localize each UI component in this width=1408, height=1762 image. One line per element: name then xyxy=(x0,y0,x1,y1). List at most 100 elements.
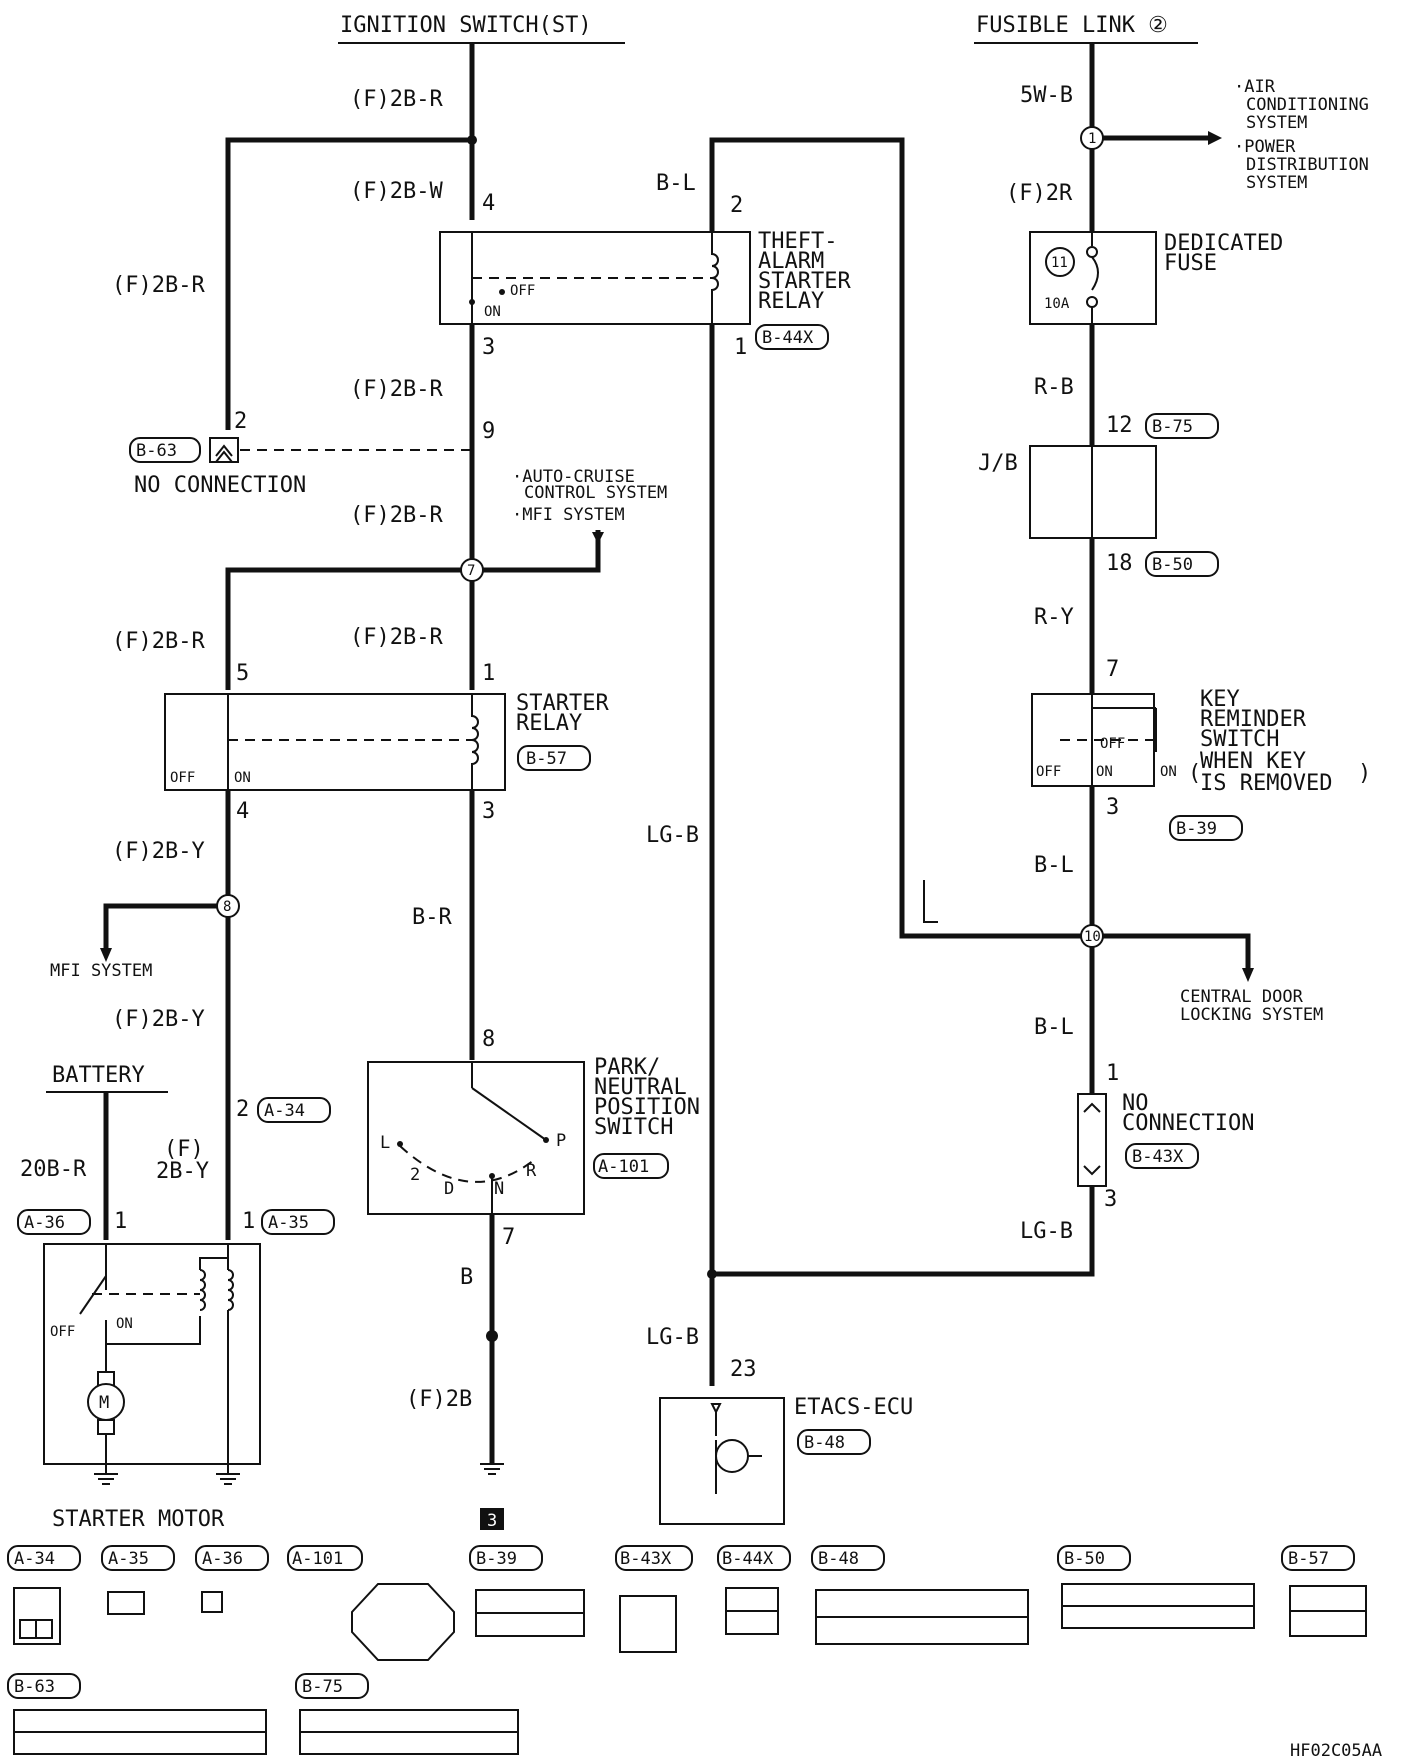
svg-text:1: 1 xyxy=(242,1209,255,1234)
svg-text:RELAY: RELAY xyxy=(516,711,582,736)
connector-legend: A-34 A-35 A-36 A-101 B-39 B-43X B-44X B-… xyxy=(7,1545,1367,1755)
theft-coil xyxy=(711,232,719,324)
svg-text:7: 7 xyxy=(1106,657,1119,682)
svg-text:NO: NO xyxy=(1122,1091,1149,1116)
svg-text:23: 23 xyxy=(730,1357,757,1382)
starter-relay-box xyxy=(164,693,506,791)
svg-text:SWITCH: SWITCH xyxy=(594,1115,673,1140)
svg-text:DISTRIBUTION: DISTRIBUTION xyxy=(1246,155,1369,175)
svg-text:3: 3 xyxy=(482,799,495,824)
svg-text:FUSE: FUSE xyxy=(1164,251,1217,276)
svg-text:CONNECTION: CONNECTION xyxy=(1122,1111,1254,1136)
svg-text:12: 12 xyxy=(1106,413,1133,438)
svg-text:4: 4 xyxy=(236,799,249,824)
svg-text:8: 8 xyxy=(223,899,231,915)
svg-text:IS REMOVED: IS REMOVED xyxy=(1200,771,1332,796)
svg-text:R: R xyxy=(526,1161,537,1181)
svg-text:B-75: B-75 xyxy=(1152,417,1193,437)
svg-text:STARTER: STARTER xyxy=(516,691,609,716)
svg-text:RELAY: RELAY xyxy=(758,289,824,314)
svg-text:R-B: R-B xyxy=(1034,375,1074,400)
svg-text:ETACS-ECU: ETACS-ECU xyxy=(794,1395,913,1420)
svg-text:(F)2B-R: (F)2B-R xyxy=(112,629,205,654)
wire-label-w3: (F)2B-R xyxy=(112,273,205,298)
svg-text:ON: ON xyxy=(1160,764,1177,780)
svg-text:(F)2R: (F)2R xyxy=(1006,181,1073,206)
svg-text:B-75: B-75 xyxy=(302,1677,343,1697)
svg-text:9: 9 xyxy=(482,419,495,444)
diagram-code: HF02C05AA xyxy=(1290,1741,1382,1761)
svg-text:OFF: OFF xyxy=(510,283,535,299)
svg-text:B-63: B-63 xyxy=(136,441,177,461)
no-connection-b43x xyxy=(1077,1093,1107,1187)
svg-text:WHEN KEY: WHEN KEY xyxy=(1200,749,1306,774)
svg-text:8: 8 xyxy=(482,1027,495,1052)
svg-text:1: 1 xyxy=(114,1209,127,1234)
svg-text:PARK/: PARK/ xyxy=(594,1055,660,1080)
svg-text:ON: ON xyxy=(116,1316,133,1332)
svg-text:B-43X: B-43X xyxy=(620,1549,672,1569)
svg-text:L: L xyxy=(380,1133,390,1153)
svg-text:(F)2B-Y: (F)2B-Y xyxy=(112,1007,205,1032)
svg-text:10: 10 xyxy=(1084,929,1101,945)
svg-text:2: 2 xyxy=(236,1097,249,1122)
svg-text:LOCKING SYSTEM: LOCKING SYSTEM xyxy=(1180,1005,1323,1025)
svg-text:18: 18 xyxy=(1106,551,1133,576)
svg-text:3: 3 xyxy=(1104,1187,1117,1212)
svg-text:BATTERY: BATTERY xyxy=(52,1063,145,1088)
svg-text:·MFI SYSTEM: ·MFI SYSTEM xyxy=(512,505,625,525)
svg-text:): ) xyxy=(1358,761,1371,786)
starter-motor-box xyxy=(43,1243,261,1465)
svg-text:LG-B: LG-B xyxy=(646,1325,699,1350)
svg-text:(F)2B-Y: (F)2B-Y xyxy=(112,839,205,864)
svg-text:A-101: A-101 xyxy=(598,1157,649,1177)
wire-label-w2: (F)2B-W xyxy=(350,179,443,204)
svg-text:(F)2B-R: (F)2B-R xyxy=(350,503,443,528)
svg-text:OFF: OFF xyxy=(50,1324,75,1340)
svg-text:ON: ON xyxy=(1096,764,1113,780)
svg-text:B-39: B-39 xyxy=(1176,819,1217,839)
svg-text:11: 11 xyxy=(1051,255,1068,271)
svg-text:A-36: A-36 xyxy=(202,1549,243,1569)
svg-text:20B-R: 20B-R xyxy=(20,1157,87,1182)
svg-text:B-43X: B-43X xyxy=(1132,1147,1184,1167)
svg-text:REMINDER: REMINDER xyxy=(1200,707,1307,732)
svg-text:KEY: KEY xyxy=(1200,687,1240,712)
svg-text:3: 3 xyxy=(487,1511,497,1531)
svg-text:B-48: B-48 xyxy=(818,1549,859,1569)
svg-text:J/B: J/B xyxy=(978,451,1018,476)
svg-text:STARTER: STARTER xyxy=(758,269,851,294)
svg-text:B-57: B-57 xyxy=(1288,1549,1329,1569)
svg-text:DEDICATED: DEDICATED xyxy=(1164,231,1283,256)
svg-text:3: 3 xyxy=(1106,795,1119,820)
svg-text:SWITCH: SWITCH xyxy=(1200,727,1279,752)
svg-text:NEUTRAL: NEUTRAL xyxy=(594,1075,687,1100)
svg-text:CONTROL SYSTEM: CONTROL SYSTEM xyxy=(524,483,667,503)
svg-text:THEFT-: THEFT- xyxy=(758,229,837,254)
l-mark xyxy=(923,880,938,923)
svg-text:B-50: B-50 xyxy=(1064,1549,1105,1569)
svg-text:(F): (F) xyxy=(164,1137,204,1162)
svg-text:7: 7 xyxy=(467,563,475,579)
pin-3: 3 xyxy=(482,335,495,360)
svg-text:A-35: A-35 xyxy=(108,1549,149,1569)
svg-text:LG-B: LG-B xyxy=(646,823,699,848)
svg-text:M: M xyxy=(99,1393,109,1413)
svg-text:·AIR: ·AIR xyxy=(1234,77,1276,97)
svg-text:7: 7 xyxy=(502,1225,515,1250)
svg-text:(F)2B: (F)2B xyxy=(406,1387,472,1412)
svg-text:ALARM: ALARM xyxy=(758,249,824,274)
svg-text:1: 1 xyxy=(482,661,495,686)
svg-text:B-44X: B-44X xyxy=(762,328,814,348)
fusible-link-title: FUSIBLE LINK ② xyxy=(976,13,1168,38)
svg-text:CENTRAL DOOR: CENTRAL DOOR xyxy=(1180,987,1304,1007)
svg-text:CONDITIONING: CONDITIONING xyxy=(1246,95,1369,115)
svg-text:A-36: A-36 xyxy=(24,1213,65,1233)
svg-text:LG-B: LG-B xyxy=(1020,1219,1073,1244)
svg-text:ON: ON xyxy=(484,304,501,320)
svg-text:A-34: A-34 xyxy=(14,1549,55,1569)
svg-text:1: 1 xyxy=(1088,131,1096,147)
svg-text:10A: 10A xyxy=(1044,296,1070,312)
svg-text:·POWER: ·POWER xyxy=(1234,137,1296,157)
